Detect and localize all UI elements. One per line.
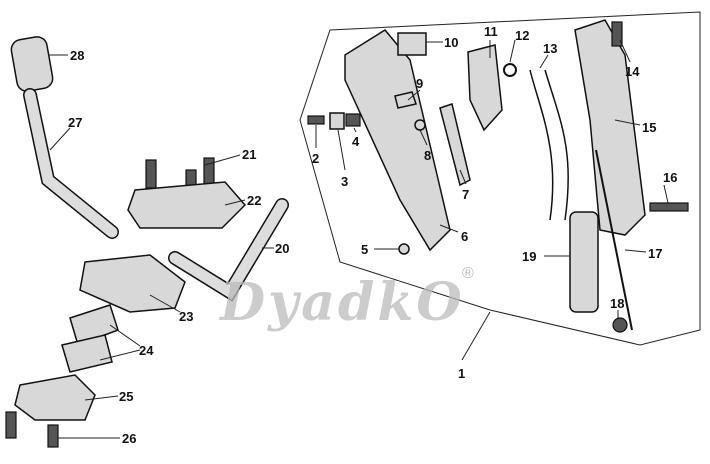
nut-18 — [612, 317, 628, 333]
bolt-16 — [649, 202, 689, 212]
base-clamp — [14, 374, 96, 421]
callout-24: 24 — [139, 343, 154, 358]
callout-22: 22 — [247, 193, 261, 208]
spring-12 — [503, 63, 517, 77]
callout-14: 14 — [625, 64, 640, 79]
callout-5: 5 — [361, 242, 368, 257]
callout-16: 16 — [663, 170, 677, 185]
spring-4 — [345, 113, 361, 127]
callout-11: 11 — [484, 24, 498, 39]
callout-4: 4 — [352, 134, 360, 149]
callout-7: 7 — [462, 187, 469, 202]
part-11 — [467, 44, 503, 132]
callout-23: 23 — [179, 309, 193, 324]
washer-8 — [414, 119, 426, 131]
spring-19 — [569, 211, 599, 313]
callout-9: 9 — [416, 76, 423, 91]
bolt-26b — [47, 424, 59, 448]
lower-clamp — [79, 254, 186, 313]
callout-10: 10 — [444, 35, 458, 50]
bushing-3 — [329, 112, 345, 130]
shim-lower — [61, 334, 113, 373]
callout-8: 8 — [424, 148, 431, 163]
watermark: DyadkO — [218, 272, 465, 333]
callout-17: 17 — [648, 246, 662, 261]
bolt-26a — [5, 411, 17, 439]
lever-7 — [439, 103, 471, 187]
cable-17 — [595, 149, 633, 331]
callout-18: 18 — [610, 296, 624, 311]
wire-13 — [529, 69, 569, 221]
switch-housing-left — [344, 29, 451, 252]
assembly-boundary — [299, 11, 701, 346]
upper-clamp — [127, 181, 247, 229]
callout-21: 21 — [242, 147, 256, 162]
grip — [10, 36, 54, 92]
registered-mark: ® — [462, 265, 474, 282]
callout-1: 1 — [458, 366, 465, 381]
callout-25: 25 — [119, 389, 133, 404]
pin-9 — [394, 91, 417, 109]
callout-3: 3 — [341, 174, 348, 189]
switch-housing-right — [574, 19, 646, 236]
callout-12: 12 — [515, 28, 529, 43]
callout-20: 20 — [275, 241, 289, 256]
callout-27: 27 — [68, 115, 82, 130]
leader-lines — [48, 39, 669, 439]
part-10 — [397, 32, 427, 56]
screws-14 — [611, 21, 623, 47]
callout-2: 2 — [312, 151, 319, 166]
callout-15: 15 — [642, 120, 656, 135]
callout-6: 6 — [461, 229, 468, 244]
washer-5 — [398, 243, 410, 255]
pin-2 — [307, 115, 325, 125]
callout-19: 19 — [522, 249, 536, 264]
callout-26: 26 — [122, 431, 136, 446]
callout-28: 28 — [70, 48, 84, 63]
callout-13: 13 — [543, 41, 557, 56]
